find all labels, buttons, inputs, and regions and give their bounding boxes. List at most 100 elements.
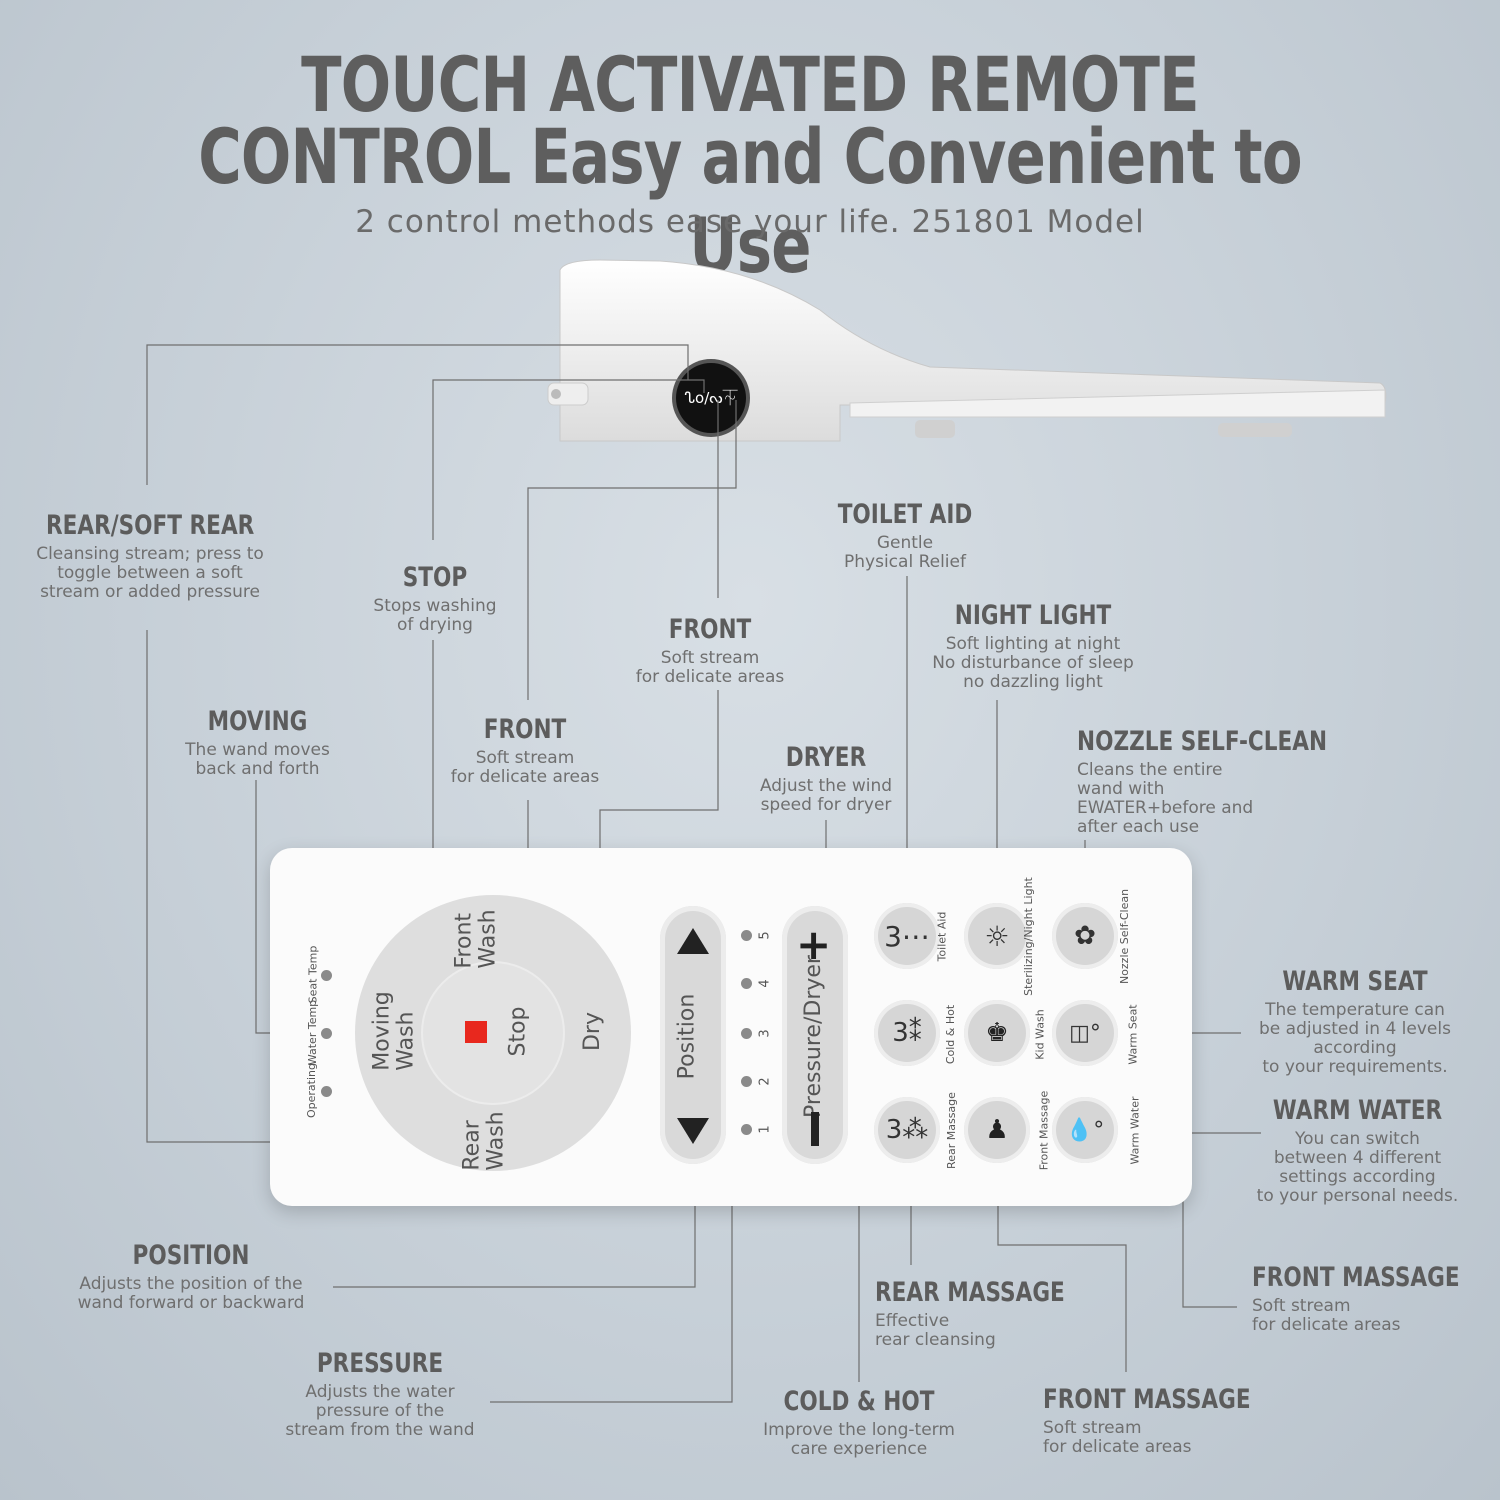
btn-label-rear-massage: Rear Massage bbox=[944, 1092, 958, 1169]
btn-label-toilet-aid: Toilet Aid bbox=[935, 911, 949, 962]
level-led-4 bbox=[741, 978, 752, 989]
label-cold-hot: COLD & HOT Improve the long-term care ex… bbox=[745, 1386, 973, 1459]
label-desc: Effective rear cleansing bbox=[875, 1311, 996, 1350]
label-toilet-aid: TOILET AID Gentle Physical Relief bbox=[815, 499, 995, 572]
label-title: FRONT MASSAGE bbox=[1252, 1262, 1460, 1293]
title-line-2: CONTROL Easy and Convenient to Use bbox=[198, 112, 1302, 290]
night-light-button[interactable]: ☼ bbox=[964, 903, 1030, 969]
remote-control: Seat Temp Water Temp Operating Stop Fron… bbox=[270, 848, 1192, 1206]
toilet-seat-illustration bbox=[547, 259, 1387, 442]
light-bulb-icon: ☼ bbox=[984, 919, 1010, 953]
label-desc: Soft stream for delicate areas bbox=[1252, 1296, 1401, 1335]
label-title: STOP bbox=[402, 562, 468, 593]
level-num-1: 1 bbox=[757, 1125, 773, 1134]
label-desc: Stops washing of drying bbox=[373, 596, 497, 635]
label-title: REAR/SOFT REAR bbox=[46, 510, 255, 541]
position-pill: Position bbox=[660, 906, 726, 1164]
label-desc: Soft stream for delicate areas bbox=[450, 748, 600, 787]
level-num-2: 2 bbox=[757, 1077, 773, 1086]
label-desc: Adjusts the position of the wand forward… bbox=[77, 1274, 305, 1313]
label-desc: The temperature can be adjusted in 4 lev… bbox=[1259, 1000, 1451, 1077]
level-led-1 bbox=[741, 1124, 752, 1135]
dial-front-wash[interactable]: Front Wash bbox=[451, 909, 501, 969]
knob-glyphs: ᔐo/ᔓ⏇ bbox=[684, 389, 738, 407]
btn-label-warm-seat: Warm Seat bbox=[1126, 1004, 1140, 1065]
label-title: PRESSURE bbox=[316, 1348, 444, 1379]
position-up-arrow-icon[interactable] bbox=[677, 928, 709, 954]
position-label: Position bbox=[674, 993, 700, 1080]
label-title: MOVING bbox=[207, 706, 308, 737]
label-desc: Adjusts the water pressure of the stream… bbox=[285, 1382, 475, 1440]
warm-seat-button[interactable]: ◫° bbox=[1052, 1000, 1118, 1066]
level-led-5 bbox=[741, 930, 752, 941]
level-led-2 bbox=[741, 1076, 752, 1087]
minus-icon[interactable] bbox=[811, 1112, 819, 1146]
stop-square-icon bbox=[465, 1021, 487, 1043]
btn-label-warm-water: Warm Water bbox=[1128, 1096, 1142, 1165]
label-moving: MOVING The wand moves back and forth bbox=[160, 706, 355, 779]
kid-wash-button[interactable]: ♚ bbox=[964, 1000, 1030, 1066]
nozzle-clean-icon: ✿ bbox=[1074, 921, 1096, 951]
rear-massage-icon: 3⁂ bbox=[885, 1115, 929, 1145]
label-desc: Soft stream for delicate areas bbox=[1043, 1418, 1192, 1457]
warm-seat-icon: ◫° bbox=[1069, 1020, 1101, 1046]
level-led-3 bbox=[741, 1028, 752, 1039]
label-warm-water: WARM WATER You can switch between 4 diff… bbox=[1245, 1095, 1470, 1206]
label-front-upper: FRONT Soft stream for delicate areas bbox=[610, 614, 810, 687]
level-num-4: 4 bbox=[757, 979, 773, 988]
front-massage-icon: ♟ bbox=[985, 1115, 1009, 1145]
label-desc: Gentle Physical Relief bbox=[844, 533, 966, 572]
label-title: REAR MASSAGE bbox=[875, 1277, 1065, 1308]
nozzle-self-clean-button[interactable]: ✿ bbox=[1052, 903, 1118, 969]
label-title: WARM SEAT bbox=[1282, 966, 1428, 997]
wash-dial[interactable]: Stop Front Wash Moving Wash Rear Wash Dr… bbox=[355, 895, 631, 1171]
level-num-3: 3 bbox=[757, 1029, 773, 1038]
toilet-aid-button[interactable]: 3⋯ bbox=[874, 903, 940, 969]
label-front-massage-right: FRONT MASSAGE Soft stream for delicate a… bbox=[1252, 1262, 1462, 1335]
label-desc: Cleans the entire wand with EWATER+befor… bbox=[1077, 760, 1254, 837]
btn-label-nozzle: Nozzle Self-Clean bbox=[1118, 888, 1132, 985]
dial-moving-wash[interactable]: Moving Wash bbox=[369, 991, 419, 1071]
label-title: NOZZLE SELF-CLEAN bbox=[1077, 726, 1328, 757]
label-stop: STOP Stops washing of drying bbox=[340, 562, 530, 635]
indicator-operating-label: Operating bbox=[305, 1063, 318, 1118]
label-title: NIGHT LIGHT bbox=[954, 600, 1112, 631]
indicator-seat-temp-label: Seat Temp bbox=[306, 945, 320, 1004]
label-warm-seat: WARM SEAT The temperature can be adjuste… bbox=[1245, 966, 1465, 1077]
indicator-water-temp-led bbox=[321, 1028, 332, 1039]
pressure-dryer-pill: + Pressure/Dryer bbox=[782, 906, 848, 1164]
label-desc: You can switch between 4 different setti… bbox=[1256, 1129, 1459, 1206]
label-desc: Soft stream for delicate areas bbox=[635, 648, 785, 687]
water-drop-icon: 💧° bbox=[1065, 1117, 1105, 1143]
warm-water-button[interactable]: 💧° bbox=[1052, 1097, 1118, 1163]
label-desc: Cleansing stream; press to toggle betwee… bbox=[36, 544, 264, 602]
position-down-arrow-icon[interactable] bbox=[677, 1118, 709, 1144]
front-massage-button[interactable]: ♟ bbox=[964, 1097, 1030, 1163]
label-desc: Soft lighting at night No disturbance of… bbox=[932, 634, 1134, 692]
label-desc: The wand moves back and forth bbox=[185, 740, 330, 779]
label-title: COLD & HOT bbox=[783, 1386, 935, 1417]
title-line-1: TOUCH ACTIVATED REMOTE bbox=[301, 40, 1200, 129]
label-title: POSITION bbox=[132, 1240, 250, 1271]
label-pressure: PRESSURE Adjusts the water pressure of t… bbox=[270, 1348, 490, 1440]
label-rear-massage: REAR MASSAGE Effective rear cleansing bbox=[875, 1277, 1075, 1350]
label-front-massage-bottom: FRONT MASSAGE Soft stream for delicate a… bbox=[1043, 1384, 1258, 1457]
btn-label-front-massage: Front Massage bbox=[1037, 1090, 1051, 1171]
label-desc: Adjust the wind speed for dryer bbox=[759, 776, 893, 815]
label-title: FRONT bbox=[668, 614, 752, 645]
label-position: POSITION Adjusts the position of the wan… bbox=[60, 1240, 322, 1313]
dial-rear-wash[interactable]: Rear Wash bbox=[459, 1111, 509, 1171]
kid-wash-icon: ♚ bbox=[985, 1018, 1009, 1048]
label-night-light: NIGHT LIGHT Soft lighting at night No di… bbox=[913, 600, 1153, 692]
level-num-5: 5 bbox=[757, 931, 773, 940]
indicator-water-temp-label: Water Temp bbox=[306, 999, 320, 1066]
cold-hot-button[interactable]: 3⁑ bbox=[874, 1000, 940, 1066]
stop-button[interactable]: Stop bbox=[423, 963, 563, 1103]
plus-icon[interactable]: + bbox=[796, 920, 832, 969]
dial-dry[interactable]: Dry bbox=[580, 1011, 606, 1052]
label-title: TOILET AID bbox=[837, 499, 973, 530]
toilet-aid-icon: 3⋯ bbox=[884, 919, 930, 953]
label-desc: Improve the long-term care experience bbox=[763, 1420, 955, 1459]
rear-massage-button[interactable]: 3⁂ bbox=[874, 1097, 940, 1163]
subtitle: 2 control methods ease your life. 251801… bbox=[355, 204, 1145, 240]
